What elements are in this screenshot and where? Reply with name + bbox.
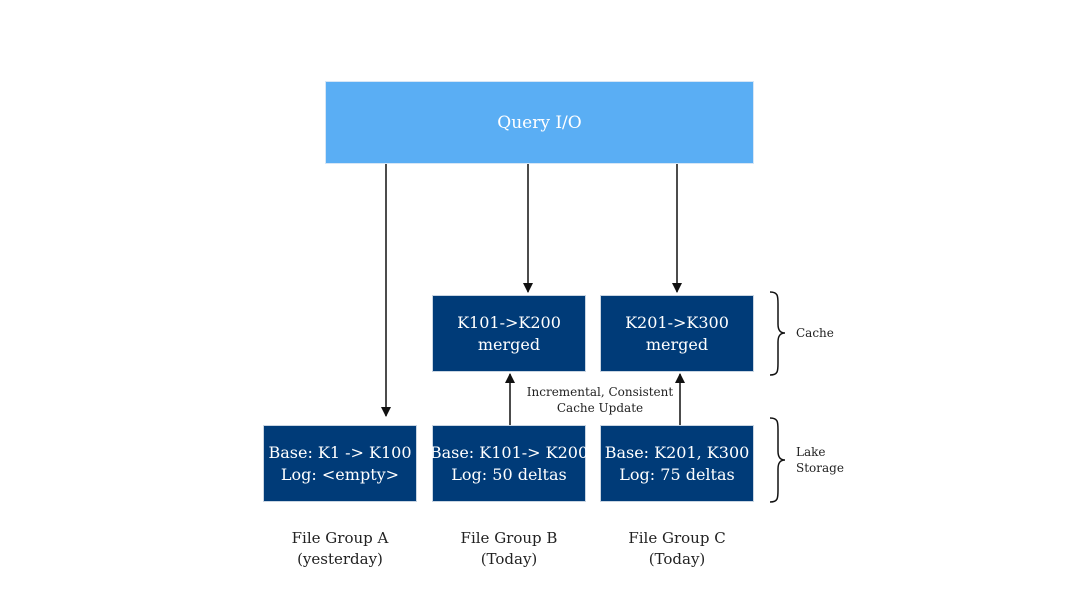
file-group-c-name: File Group C — [628, 529, 726, 547]
storage-box-group-c: Base: K201, K300 Log: 75 deltas — [600, 425, 754, 502]
query-io-box: Query I/O — [325, 81, 754, 164]
file-group-c-when: (Today) — [648, 550, 706, 568]
storage-box-b-base: Base: K101-> K200 — [429, 442, 589, 462]
storage-box-a-log: Log: <empty> — [280, 464, 400, 484]
cache-box-group-c: K201->K300 merged — [600, 295, 754, 372]
file-group-b-caption: File Group B (Today) — [429, 528, 589, 570]
storage-box-group-b: Base: K101-> K200 Log: 50 deltas — [429, 425, 589, 502]
lake-storage-line-1: Lake — [796, 445, 826, 459]
cache-box-c-line-2: merged — [645, 334, 709, 354]
query-io-label: Query I/O — [497, 112, 582, 133]
storage-box-a-base: Base: K1 -> K100 — [268, 442, 412, 462]
storage-box-c-log: Log: 75 deltas — [619, 464, 735, 484]
cache-brace-icon — [769, 291, 786, 376]
cache-box-b-line-2: merged — [477, 334, 541, 354]
lake-storage-brace-icon — [769, 417, 786, 503]
cache-side-label: Cache — [796, 326, 834, 340]
lake-storage-side-label: Lake Storage — [796, 444, 844, 476]
cache-box-group-b: K101->K200 merged — [432, 295, 586, 372]
update-label-line-2: Cache Update — [556, 401, 644, 415]
cache-box-c-line-1: K201->K300 — [625, 312, 729, 332]
file-group-a-name: File Group A — [291, 529, 389, 547]
file-group-a-when: (yesterday) — [297, 550, 383, 568]
file-group-a-caption: File Group A (yesterday) — [260, 528, 420, 570]
storage-box-group-a: Base: K1 -> K100 Log: <empty> — [263, 425, 417, 502]
storage-box-c-base: Base: K201, K300 — [604, 442, 750, 462]
file-group-b-when: (Today) — [480, 550, 538, 568]
lake-storage-line-2: Storage — [796, 461, 844, 475]
cache-box-b-line-1: K101->K200 — [457, 312, 561, 332]
update-label-line-1: Incremental, Consistent — [526, 385, 674, 399]
file-group-b-name: File Group B — [460, 529, 558, 547]
incremental-cache-update-label: Incremental, Consistent Cache Update — [520, 384, 680, 416]
file-group-c-caption: File Group C (Today) — [597, 528, 757, 570]
storage-box-b-log: Log: 50 deltas — [451, 464, 567, 484]
